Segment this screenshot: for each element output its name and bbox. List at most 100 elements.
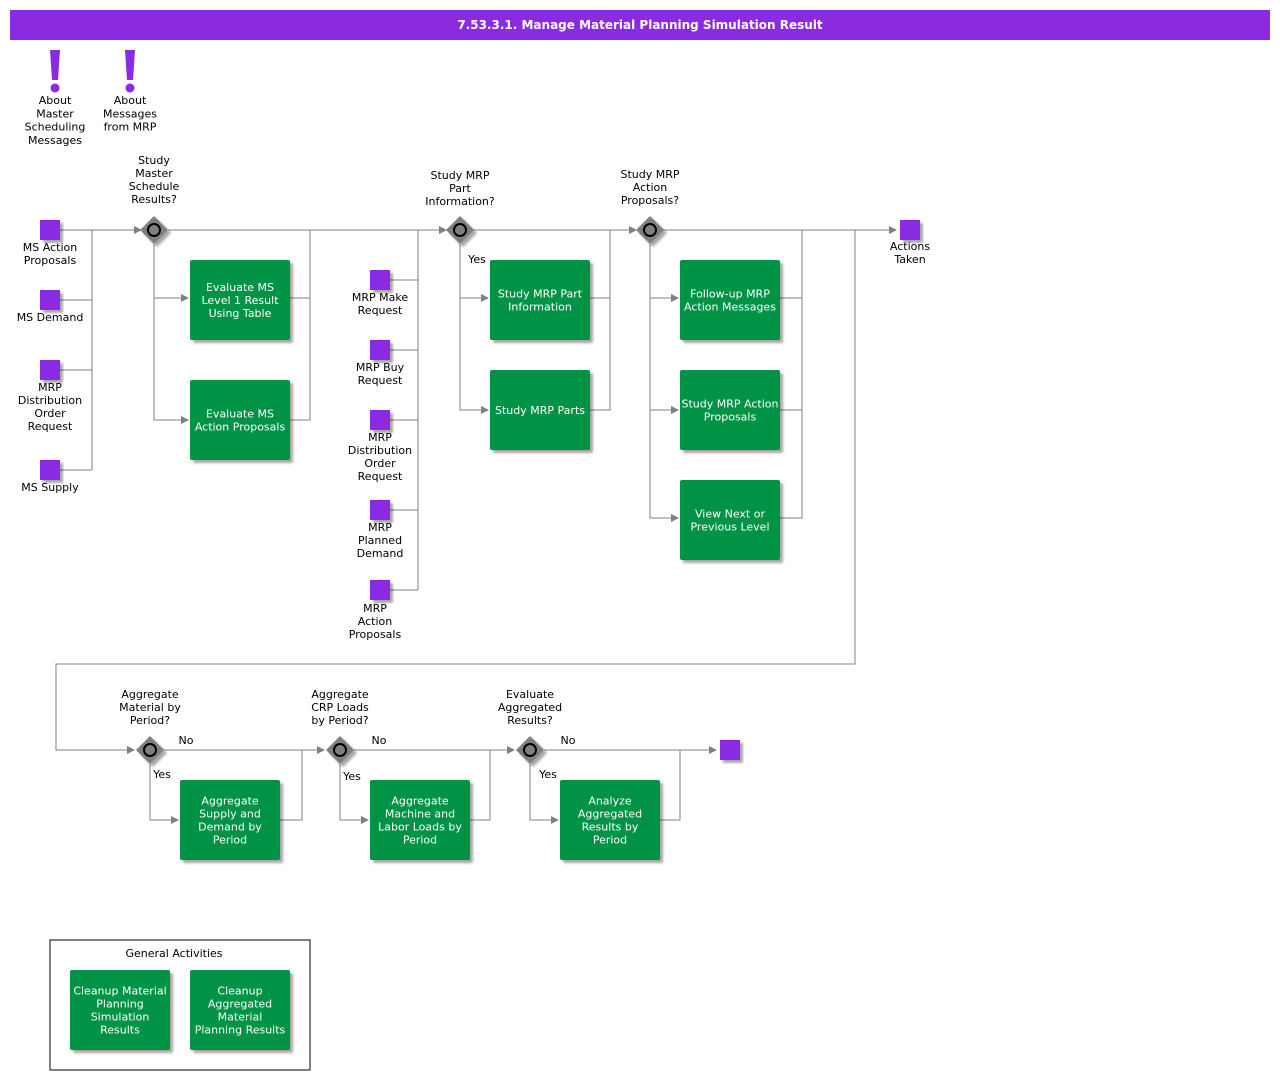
activity-box[interactable] — [180, 780, 280, 860]
gateway-label: Results? — [131, 193, 177, 206]
activity-box[interactable] — [680, 480, 780, 560]
activity-label: Level 1 Result — [201, 294, 279, 307]
event-square[interactable] — [370, 270, 390, 290]
note-label: Master — [36, 107, 74, 120]
event-square[interactable] — [370, 410, 390, 430]
event-1[interactable]: MS Demand — [17, 290, 84, 324]
gateway-diamond[interactable] — [326, 736, 354, 764]
event-label: Proposals — [24, 254, 77, 267]
activity-label: Analyze — [588, 795, 632, 808]
activity-label: Previous Level — [690, 521, 769, 534]
activity-box[interactable] — [560, 780, 660, 860]
gateway-label: Study MRP — [430, 169, 489, 182]
gateway-label: Aggregate — [311, 688, 369, 701]
event-square[interactable] — [370, 340, 390, 360]
exclamation-icon[interactable] — [50, 50, 60, 93]
event-square[interactable] — [720, 740, 740, 760]
event-square[interactable] — [40, 220, 60, 240]
activity-label: Planning — [96, 998, 143, 1011]
event-3[interactable]: MS Supply — [21, 460, 79, 494]
event-label: MRP — [368, 431, 392, 444]
gateway-marker-icon — [643, 223, 657, 237]
activity-box[interactable] — [490, 370, 590, 450]
gateway-label: Results? — [507, 714, 553, 727]
gateway-label: Study — [138, 154, 170, 167]
activity-box[interactable] — [190, 970, 290, 1050]
event-square[interactable] — [900, 220, 920, 240]
event-label: Distribution — [18, 394, 82, 407]
activity-box[interactable] — [680, 370, 780, 450]
activity-label: Study MRP Part — [498, 288, 583, 301]
event-label: Actions — [890, 240, 930, 253]
event-label: Planned — [358, 534, 402, 547]
gateway-diamond[interactable] — [136, 736, 164, 764]
event-label: MRP — [363, 602, 387, 615]
note-label: Scheduling — [25, 121, 86, 134]
activity-label: Follow-up MRP — [690, 288, 770, 301]
event-square[interactable] — [370, 500, 390, 520]
activity-label: Aggregate — [391, 795, 449, 808]
event-square[interactable] — [40, 290, 60, 310]
activity-box[interactable] — [370, 780, 470, 860]
gateway-diamond[interactable] — [516, 736, 544, 764]
exclamation-icon[interactable] — [125, 50, 135, 93]
gateway-label: Part — [449, 182, 471, 195]
activity-label: Period — [213, 834, 247, 847]
gateway-diamond[interactable] — [140, 216, 168, 244]
event-square[interactable] — [40, 460, 60, 480]
activity-box[interactable] — [70, 970, 170, 1050]
gateway-label: CRP Loads — [311, 701, 369, 714]
gateway-diamond[interactable] — [446, 216, 474, 244]
event-square[interactable] — [370, 580, 390, 600]
note-label: Messages — [28, 134, 82, 147]
event-10[interactable] — [720, 740, 740, 760]
event-square[interactable] — [40, 360, 60, 380]
activity-box[interactable] — [490, 260, 590, 340]
activity-box[interactable] — [190, 260, 290, 340]
gateway-label: Master — [135, 167, 173, 180]
event-label: MRP — [368, 521, 392, 534]
event-label: Order — [34, 407, 66, 420]
activity-label: Period — [593, 834, 627, 847]
gateway-marker-icon — [143, 743, 157, 757]
activity-label: Information — [508, 301, 572, 314]
gateway-diamond[interactable] — [636, 216, 664, 244]
event-label: Demand — [357, 547, 404, 560]
activity-10[interactable]: Cleanup MaterialPlanningSimulationResult… — [70, 970, 170, 1050]
activity-label: Cleanup — [217, 985, 262, 998]
activity-3[interactable]: Study MRP Parts — [490, 370, 590, 450]
connectors — [55, 226, 897, 824]
activity-box[interactable] — [190, 380, 290, 460]
activity-label: Demand by — [198, 821, 262, 834]
activity-box[interactable] — [680, 260, 780, 340]
activity-label: Results by — [582, 821, 639, 834]
gateway-label: by Period? — [311, 714, 368, 727]
